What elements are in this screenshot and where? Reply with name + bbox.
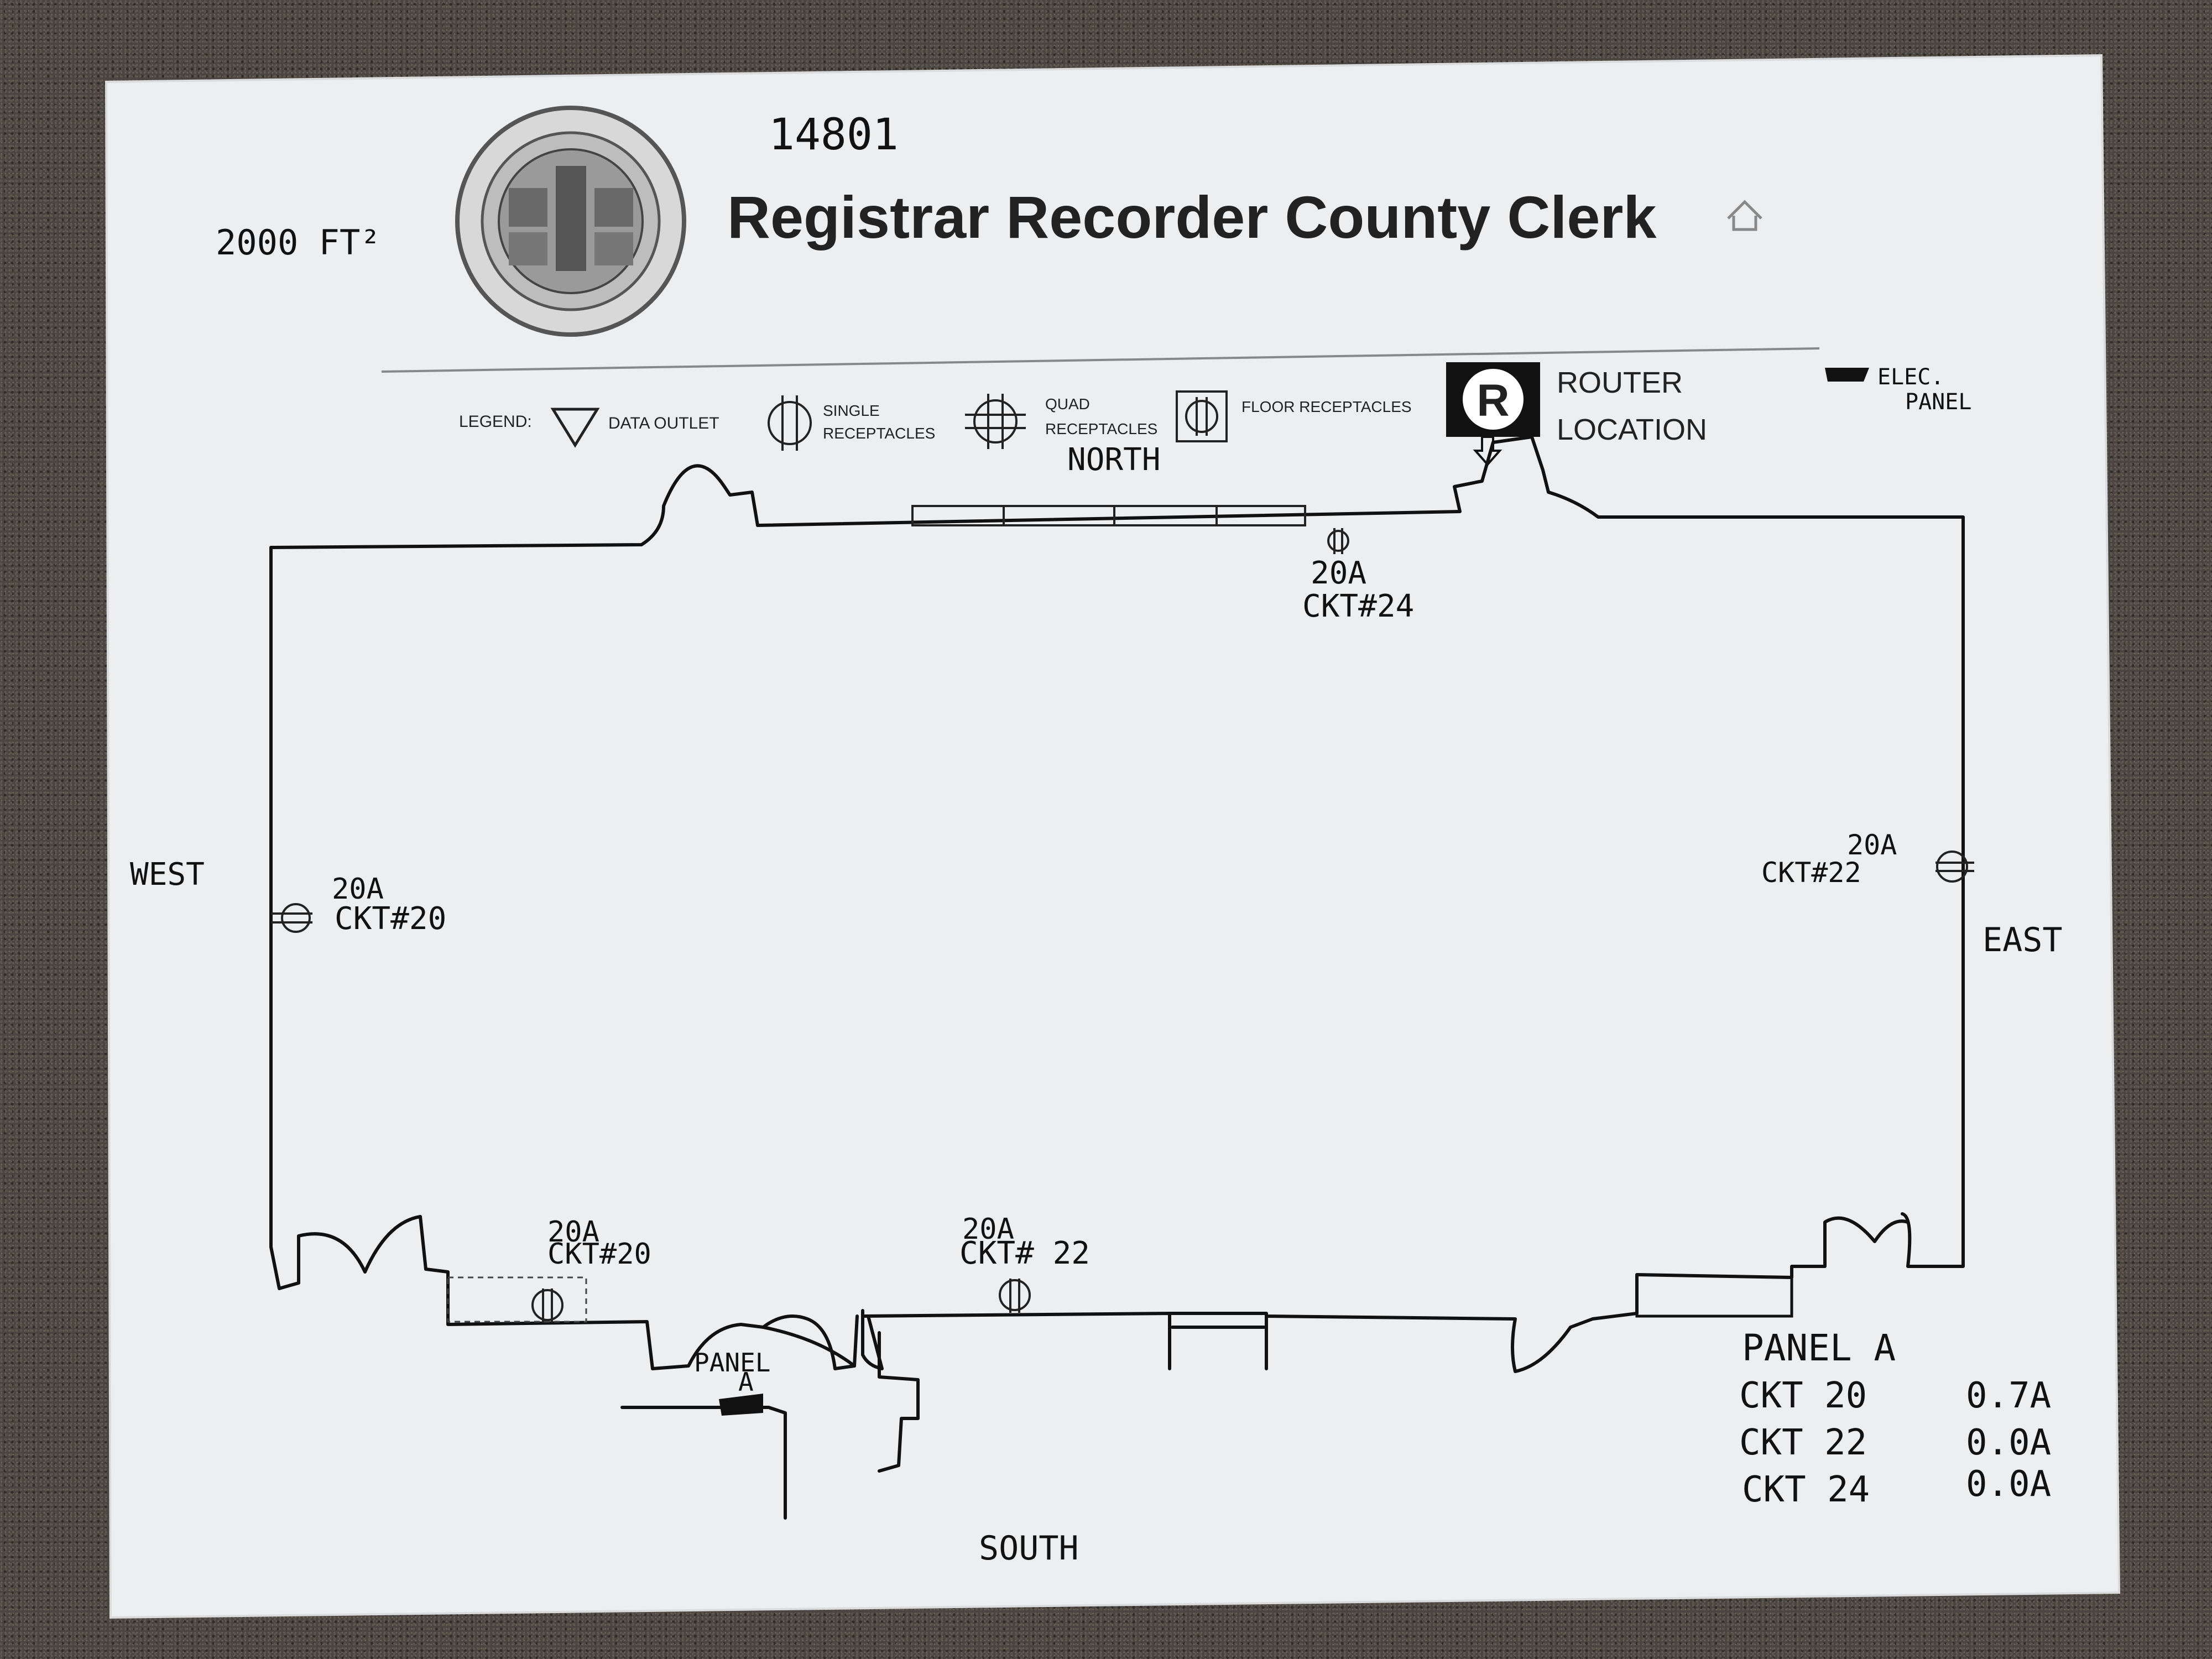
panel-row-2-circuit: CKT 22 xyxy=(1739,1422,1867,1463)
outlet-west-amps: 20A xyxy=(332,873,384,906)
receptacle-north-icon xyxy=(1327,528,1349,554)
legend-router-2: LOCATION xyxy=(1557,413,1707,446)
panel-row-3-circuit: CKT 24 xyxy=(1742,1469,1870,1510)
receptacle-south-west-icon xyxy=(531,1288,564,1323)
panel-label-1: PANEL xyxy=(694,1348,770,1378)
legend-quad-2: RECEPTACLES xyxy=(1045,420,1157,437)
legend-single-1: SINGLE xyxy=(823,402,880,419)
outlet-north-circuit: CKT#24 xyxy=(1302,588,1414,624)
receptacle-south-center-icon xyxy=(999,1279,1031,1313)
header-divider xyxy=(381,347,1820,373)
legend: LEGEND: DATA OUTLET SINGLE RECEPTACLES Q… xyxy=(459,362,1971,451)
single-receptacle-icon xyxy=(768,395,812,451)
outlet-south-center-circuit: CKT# 22 xyxy=(959,1235,1090,1271)
legend-quad-1: QUAD xyxy=(1045,395,1090,413)
home-icon[interactable] xyxy=(1727,200,1762,231)
outlet-south-center-amps: 20A xyxy=(962,1213,1014,1246)
panel-table-title: PANEL A xyxy=(1742,1327,1896,1369)
router-icon: R xyxy=(1446,362,1540,437)
outlet-west-circuit: CKT#20 xyxy=(335,901,446,937)
panel-row-1-circuit: CKT 20 xyxy=(1739,1375,1867,1416)
panel-a-load-table: PANEL A CKT 20 0.7A CKT 22 0.0A CKT 24 0… xyxy=(1739,1327,2051,1510)
area-label: 2000 FT² xyxy=(216,222,381,263)
receptacle-east-icon xyxy=(1936,851,1974,883)
outlet-north-amps: 20A xyxy=(1311,555,1366,591)
outlet-east-amps: 20A xyxy=(1847,829,1897,861)
page-title: Registrar Recorder County Clerk xyxy=(727,184,1657,251)
floor-plan xyxy=(269,435,1965,1520)
outlet-south-west-amps: 20A xyxy=(547,1215,599,1249)
panel-row-1-load: 0.7A xyxy=(1966,1375,2051,1416)
panel-label-2: A xyxy=(738,1367,754,1397)
panel-a-icon xyxy=(719,1394,763,1416)
elec-panel-icon xyxy=(1825,368,1869,382)
compass-east: EAST xyxy=(1983,921,2063,959)
legend-router-1: ROUTER xyxy=(1557,366,1683,399)
panel-row-3-load: 0.0A xyxy=(1966,1464,2051,1505)
receptacle-west-icon xyxy=(271,903,312,933)
outlet-east-circuit: CKT#22 xyxy=(1761,857,1861,889)
legend-floor: FLOOR RECEPTACLES xyxy=(1241,398,1412,415)
legend-data-outlet: DATA OUTLET xyxy=(608,414,719,432)
floor-receptacle-icon xyxy=(1176,390,1228,442)
data-outlet-icon xyxy=(550,408,600,448)
compass-west: WEST xyxy=(130,857,205,893)
legend-elec-1: ELEC. xyxy=(1877,364,1944,390)
legend-single-2: RECEPTACLES xyxy=(823,425,935,442)
county-seal xyxy=(455,106,686,337)
outlet-south-west-circuit: CKT#20 xyxy=(547,1238,651,1271)
compass-south: SOUTH xyxy=(979,1529,1079,1568)
compass-north: NORTH xyxy=(1067,442,1161,478)
paper xyxy=(105,54,2121,1619)
legend-elec-2: PANEL xyxy=(1905,389,1971,415)
quad-receptacle-icon xyxy=(965,394,1026,449)
legend-label: LEGEND: xyxy=(459,413,532,431)
router-marker-icon xyxy=(1473,436,1503,467)
router-symbol: R xyxy=(1477,375,1509,426)
panel-row-2-load: 0.0A xyxy=(1966,1422,2051,1463)
site-number: 14801 xyxy=(769,110,899,160)
